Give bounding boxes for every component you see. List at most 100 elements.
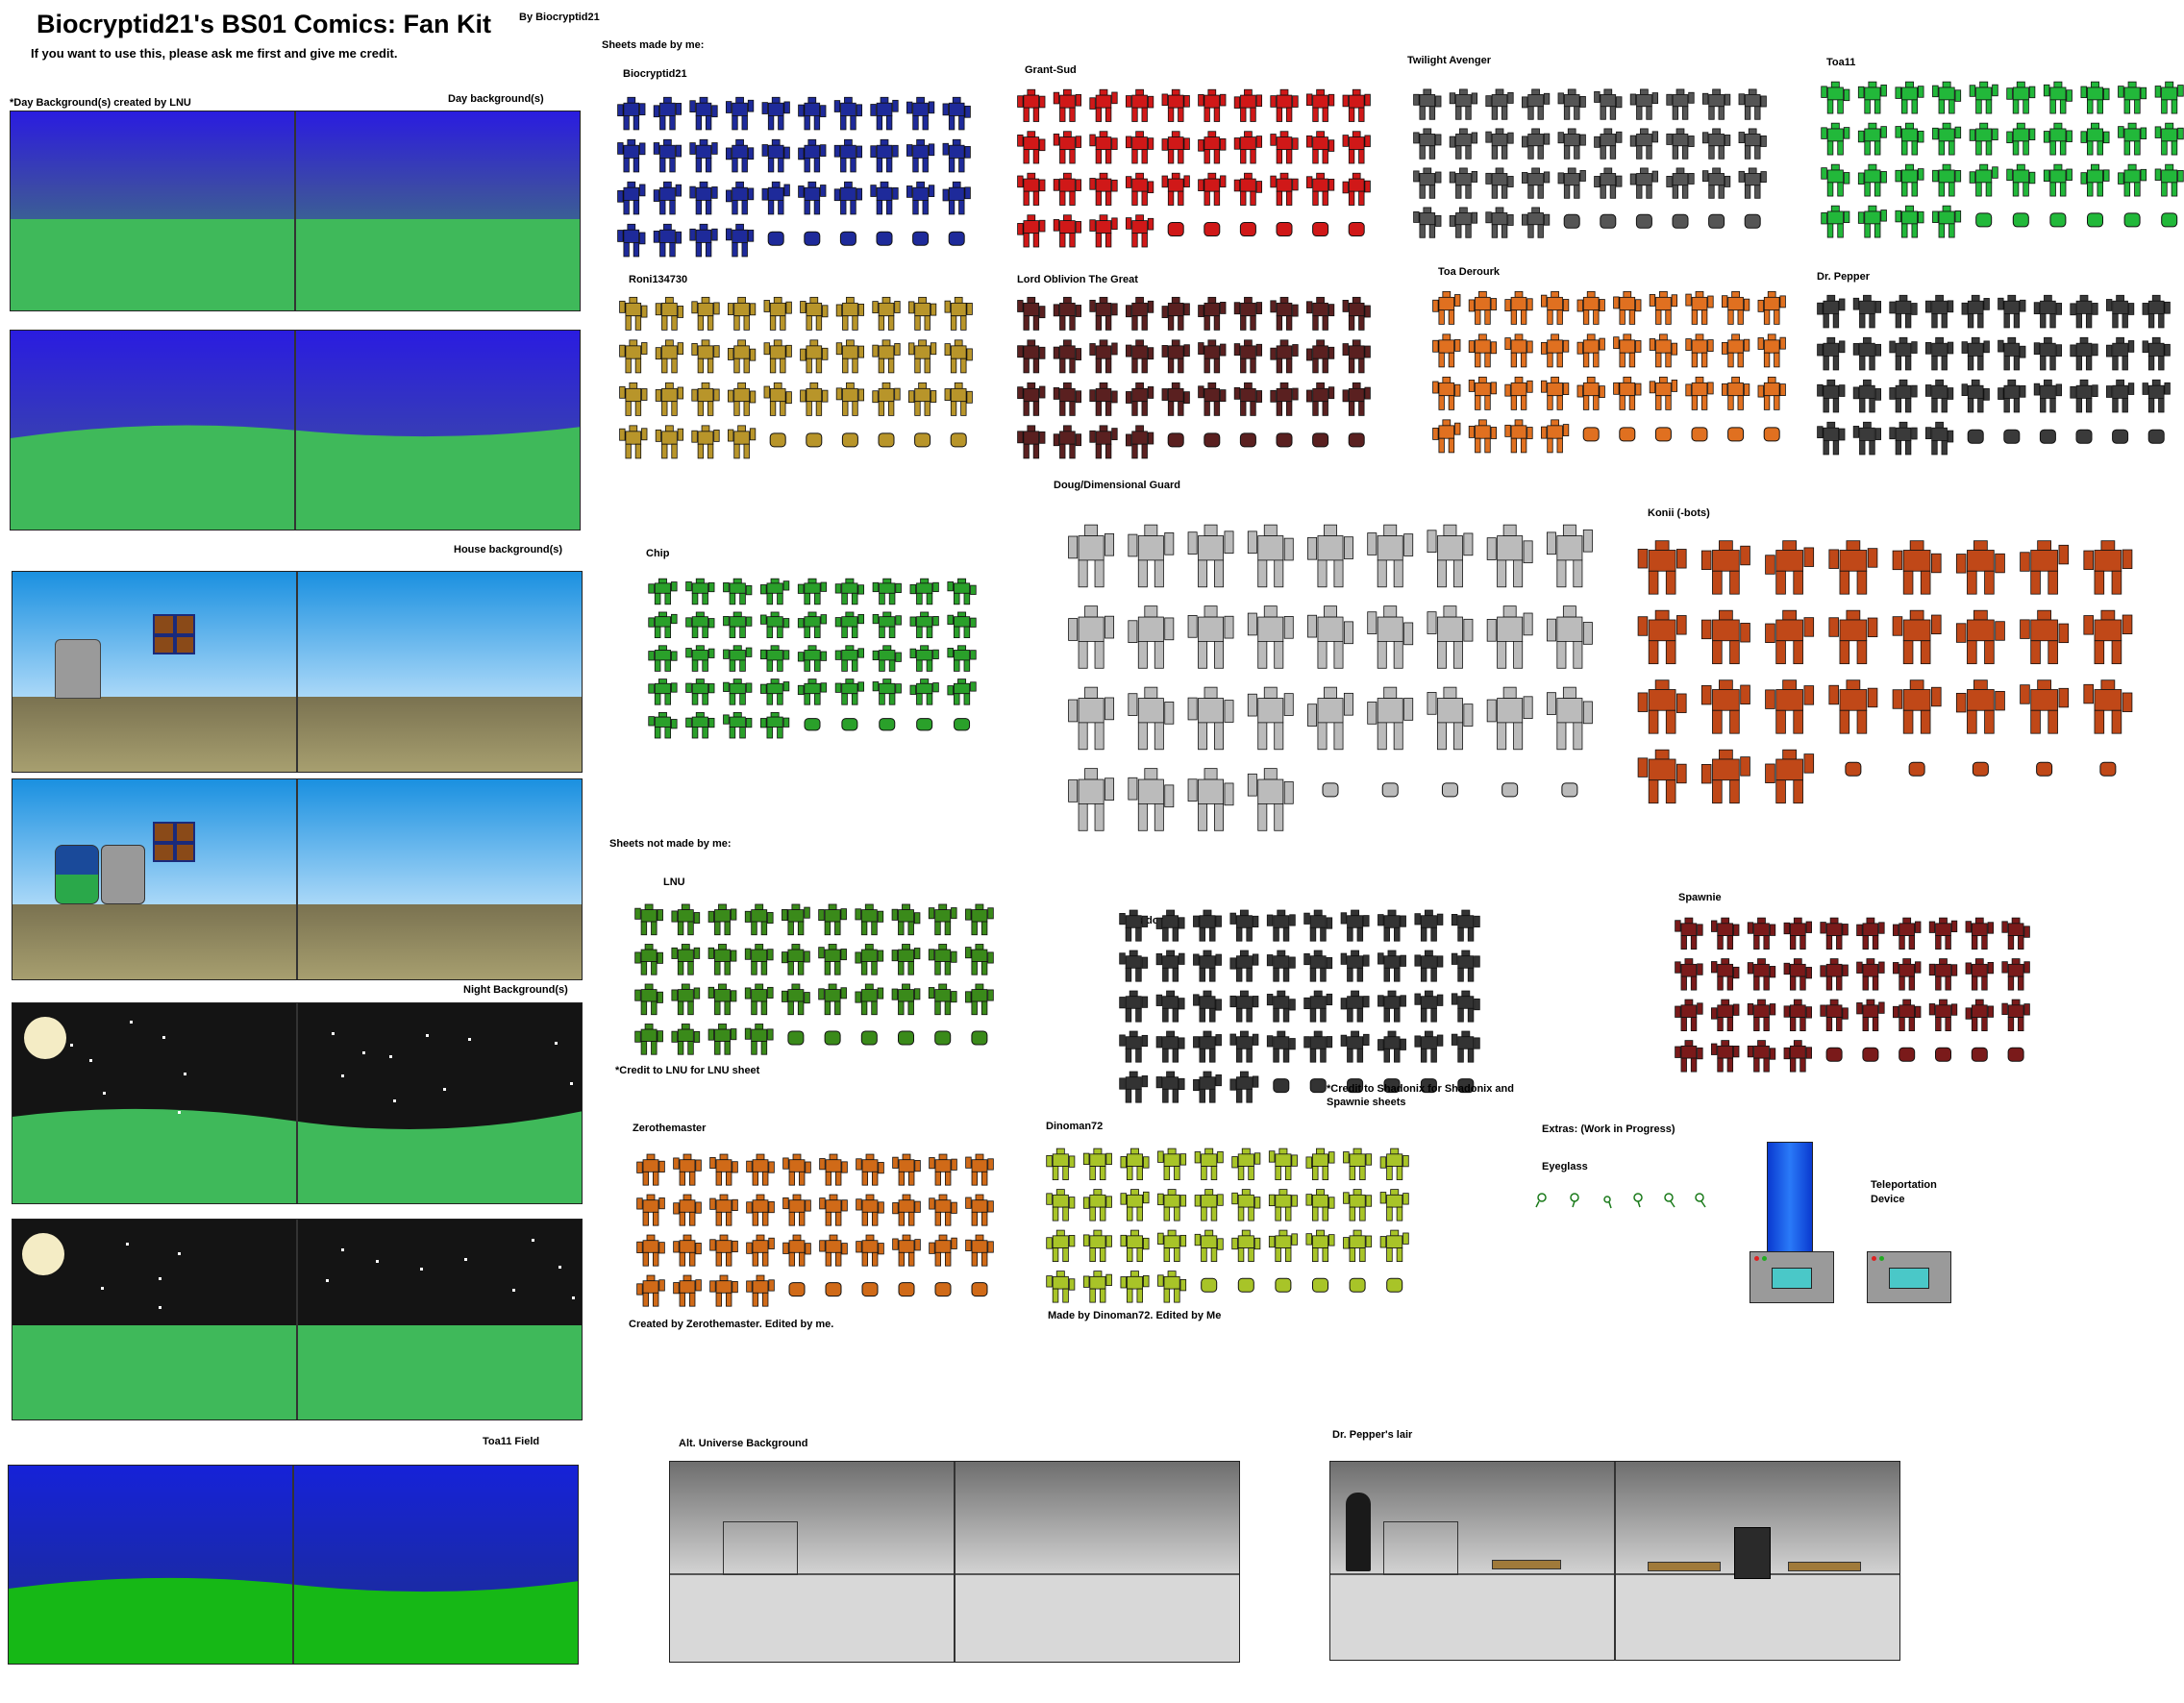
sheet-label-konii: Konii (-bots) [1648,507,1710,519]
bed-icon [55,845,99,904]
door-icon [55,639,101,699]
sprite-sheet-grant-sud [1013,85,1375,252]
star-icon [341,1248,344,1251]
star-icon [326,1279,329,1282]
lair-background [1329,1461,1900,1661]
window-icon [153,614,195,654]
sheet-label-lnu: LNU [663,876,685,888]
star-icon [558,1266,561,1269]
speaker-icon [1734,1527,1771,1579]
usage-note: If you want to use this, please ask me f… [31,46,398,61]
sheet-label-zerothemaster: Zerothemaster [633,1123,707,1134]
eyeglass-sprites [1535,1193,1706,1209]
made-by-me-label: Sheets made by me: [602,39,705,51]
credit-zerothemaster: Created by Zerothemaster. Edited by me. [629,1319,834,1330]
star-icon [70,1044,73,1047]
star-icon [130,1021,133,1024]
night-background-flat [12,1219,583,1420]
house-background-door [12,571,583,773]
star-icon [420,1268,423,1271]
alt-universe-label: Alt. Universe Background [679,1438,808,1449]
sheet-label-roni134730: Roni134730 [629,274,688,285]
star-icon [103,1092,106,1095]
star-icon [341,1074,344,1077]
star-icon [376,1260,379,1263]
cabinet-icon [101,845,145,904]
table-icon [1492,1560,1561,1569]
star-icon [572,1296,575,1299]
sheet-label-toa11: Toa11 [1826,57,1856,68]
sheet-label-biocryptid21: Biocryptid21 [623,68,687,80]
sheet-label-grant-sud: Grant-Sud [1025,64,1077,76]
moon-icon [22,1233,64,1275]
star-icon [178,1252,181,1255]
wall-panel [723,1521,798,1575]
sheet-label-lord-oblivion: Lord Oblivion The Great [1017,274,1138,285]
teleporter-base-icon [1750,1251,1834,1303]
table-icon [1648,1562,1721,1571]
teleport-label-1: Teleportation [1871,1179,1937,1191]
alt-universe-background [669,1461,1240,1663]
sprite-sheet-twilight-avenger [1409,85,1771,242]
extras-label: Extras: (Work in Progress) [1542,1123,1675,1135]
teleporter-console-icon [1867,1251,1951,1303]
sheet-label-chip: Chip [646,548,670,559]
sprite-sheet-chip [644,575,980,742]
day-credit-label: *Day Background(s) created by LNU [10,97,191,109]
star-icon [570,1082,573,1085]
star-icon [178,1111,181,1114]
star-icon [101,1287,104,1290]
star-icon [393,1099,396,1102]
sheet-label-toa-derourk: Toa Derourk [1438,266,1500,278]
star-icon [332,1032,335,1035]
star-icon [555,1042,558,1045]
sprite-sheet-biocryptid21 [613,92,975,261]
star-icon [532,1239,534,1242]
star-icon [159,1306,161,1309]
sprite-sheet-dr-pepper [1813,290,2174,459]
sprite-sheet-dinoman72 [1042,1144,1413,1307]
sheet-label-doug: Doug/Dimensional Guard [1054,480,1181,491]
moon-icon [24,1017,66,1059]
star-icon [389,1055,392,1058]
star-icon [162,1036,165,1039]
table-icon [1788,1562,1861,1571]
house-background-furniture [12,778,583,980]
sprite-sheet-doug [1061,515,1600,840]
credit-dinoman72: Made by Dinoman72. Edited by Me [1048,1310,1222,1321]
star-icon [184,1073,186,1075]
star-icon [159,1277,161,1280]
sprite-sheet-spawnie [1671,913,2034,1076]
teleport-label-2: Device [1871,1194,1905,1205]
sheet-label-spawnie: Spawnie [1678,892,1722,903]
sprite-sheet-lnu [631,900,998,1059]
not-made-by-me-label: Sheets not made by me: [609,838,732,850]
sheet-label-dr-pepper: Dr. Pepper [1817,271,1871,283]
star-icon [362,1051,365,1054]
sheet-label-twilight-avenger: Twilight Avenger [1407,55,1491,66]
eyeglass-label: Eyeglass [1542,1161,1588,1172]
cloaked-figure-icon [1346,1493,1371,1571]
day-background-flat [10,111,581,311]
night-background-label: Night Background(s) [463,984,568,996]
house-background-label: House background(s) [454,544,563,555]
day-background-hills [10,330,581,531]
sprite-sheet-konii [1630,532,2140,811]
lair-label: Dr. Pepper's lair [1332,1429,1413,1441]
byline: By Biocryptid21 [519,12,600,23]
credit-shadonix-spawnie: *Credit to Shadonix for Shadonix and Spa… [1327,1083,1514,1108]
credit-lnu: *Credit to LNU for LNU sheet [615,1065,760,1076]
toa11-field-background [8,1465,579,1665]
sheet-label-dinoman72: Dinoman72 [1046,1121,1104,1132]
window-icon [153,822,195,862]
sprite-sheet-roni134730 [615,292,977,463]
sprite-sheet-lord-oblivion [1013,292,1375,463]
star-icon [426,1034,429,1037]
day-background-label: Day background(s) [448,93,544,105]
star-icon [512,1289,515,1292]
star-icon [464,1258,467,1261]
teleporter-beam-icon [1767,1142,1813,1257]
star-icon [443,1088,446,1091]
star-icon [468,1038,471,1041]
sprite-sheet-zerothemaster [633,1149,998,1311]
